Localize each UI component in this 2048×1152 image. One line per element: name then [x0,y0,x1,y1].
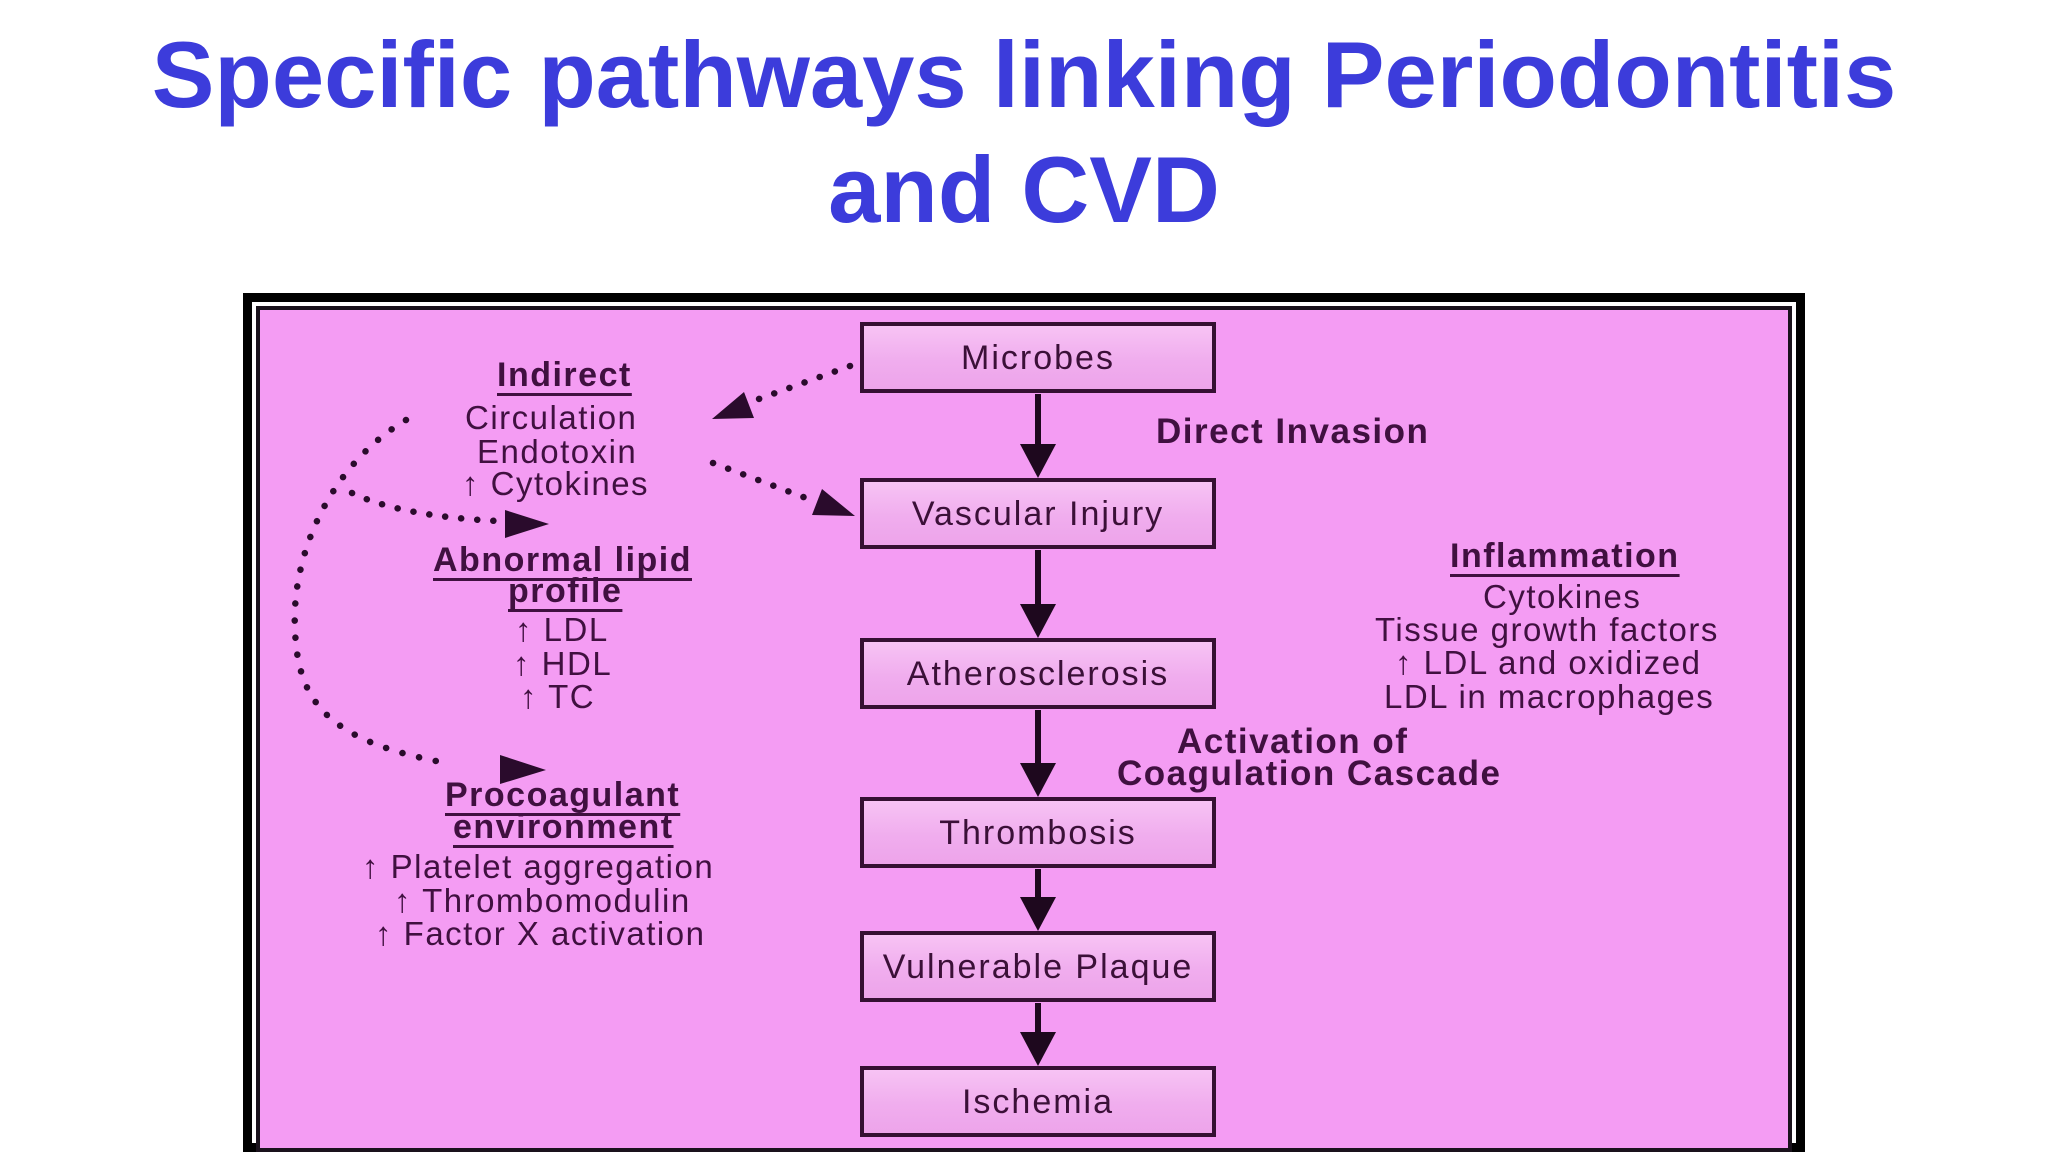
procoagulant-heading-line1: Procoagulant [445,776,681,814]
flow-box-ischemia: Ischemia [860,1066,1216,1137]
abnormal-lipid-item: ↑ HDL [513,645,613,682]
slide-title-line1: Specific pathways linking Periodontitis [151,22,1897,127]
abnormal-lipid-item: ↑ LDL [515,611,609,648]
direct-invasion-label: Direct Invasion [1156,412,1430,451]
procoagulant-item: ↑ Platelet aggregation [362,848,715,885]
inflammation-heading: Inflammation [1450,537,1680,575]
abnormal-lipid-heading-line2: profile [508,572,623,610]
procoagulant-heading-line2: environment [453,808,674,846]
indirect-item: Endotoxin [477,433,638,470]
inflammation-item: Cytokines [1483,578,1642,615]
flow-box-vulnerable-plaque: Vulnerable Plaque [860,931,1216,1002]
slide-title: Specific pathways linking Periodontitis … [0,18,2048,247]
inflammation-item: Tissue growth factors [1375,611,1719,648]
flow-box-atherosclerosis: Atherosclerosis [860,638,1216,709]
flow-box-microbes: Microbes [860,322,1216,393]
procoagulant-item: ↑ Thrombomodulin [394,882,691,919]
procoagulant-item: ↑ Factor X activation [375,915,706,952]
activation-label-line1: Activation of [1177,722,1409,761]
indirect-heading: Indirect [497,356,632,394]
indirect-item: ↑ Cytokines [462,465,650,502]
flow-box-vascular-injury: Vascular Injury [860,478,1216,549]
abnormal-lipid-item: ↑ TC [520,678,596,715]
indirect-item: Circulation [465,399,638,436]
flow-box-thrombosis: Thrombosis [860,797,1216,868]
abnormal-lipid-heading-line1: Abnormal lipid [433,541,692,579]
slide-title-line2: and CVD [828,136,1220,242]
inflammation-item: ↑ LDL and oxidized [1395,644,1702,681]
inflammation-item: LDL in macrophages [1384,678,1715,715]
activation-label-line2: Coagulation Cascade [1117,754,1502,793]
